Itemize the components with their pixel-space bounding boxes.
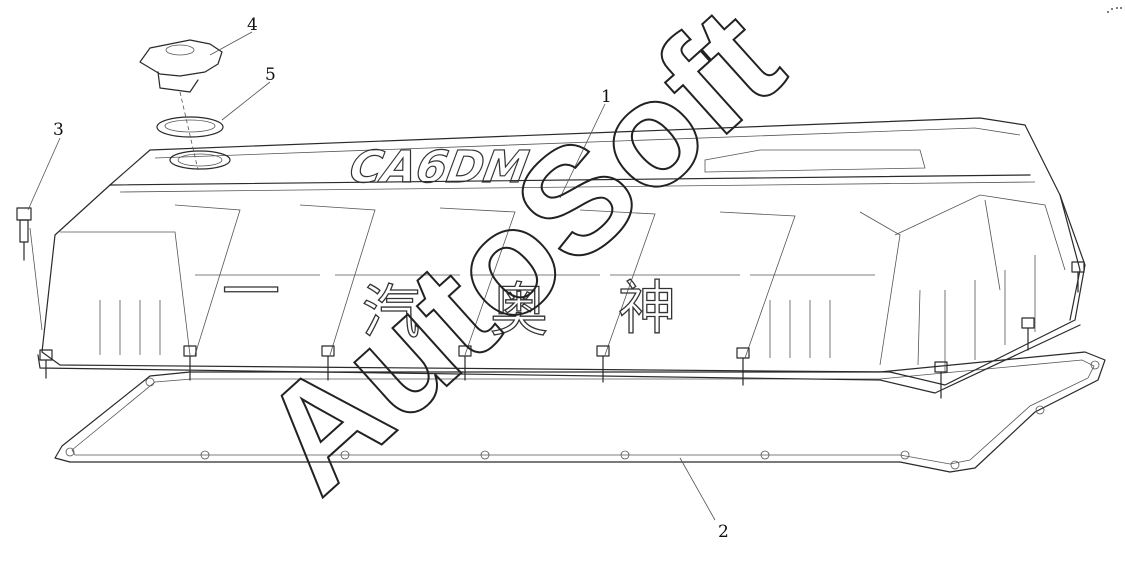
watermark: AutoSoft [229, 0, 812, 524]
sensor-stud [16, 207, 43, 331]
callout-4: 4 [247, 15, 258, 35]
cover-char-3: 奥 [490, 276, 548, 344]
bolt [1071, 261, 1085, 293]
valve-cover [37, 117, 1086, 394]
cover-char-2: 汽 [362, 278, 420, 346]
valve-cover-gasket [54, 351, 1106, 473]
bolt [934, 361, 948, 399]
callout-3: 3 [53, 120, 64, 140]
cover-char-4: 神 [618, 274, 676, 342]
assembly-axis [179, 91, 199, 171]
leader-lines [27, 31, 716, 521]
cover-lettering: CA6DM 一 汽 奥 神 [221, 142, 926, 347]
seal-ring [156, 116, 224, 138]
bolt [183, 345, 197, 381]
bolt [736, 347, 750, 386]
oil-filler-cap [139, 39, 223, 93]
bolt [596, 345, 610, 383]
bolt [321, 345, 335, 381]
bolt [458, 345, 472, 381]
cover-bolts [39, 261, 1085, 399]
callout-1: 1 [601, 87, 612, 107]
bolt [1021, 317, 1035, 351]
callout-2: 2 [718, 522, 729, 542]
cover-char-1: 一 [222, 258, 280, 326]
bolt [39, 349, 53, 379]
corner-mark [1107, 7, 1122, 13]
callout-5: 5 [265, 65, 276, 85]
cover-emblem: CA6DM [346, 142, 532, 193]
